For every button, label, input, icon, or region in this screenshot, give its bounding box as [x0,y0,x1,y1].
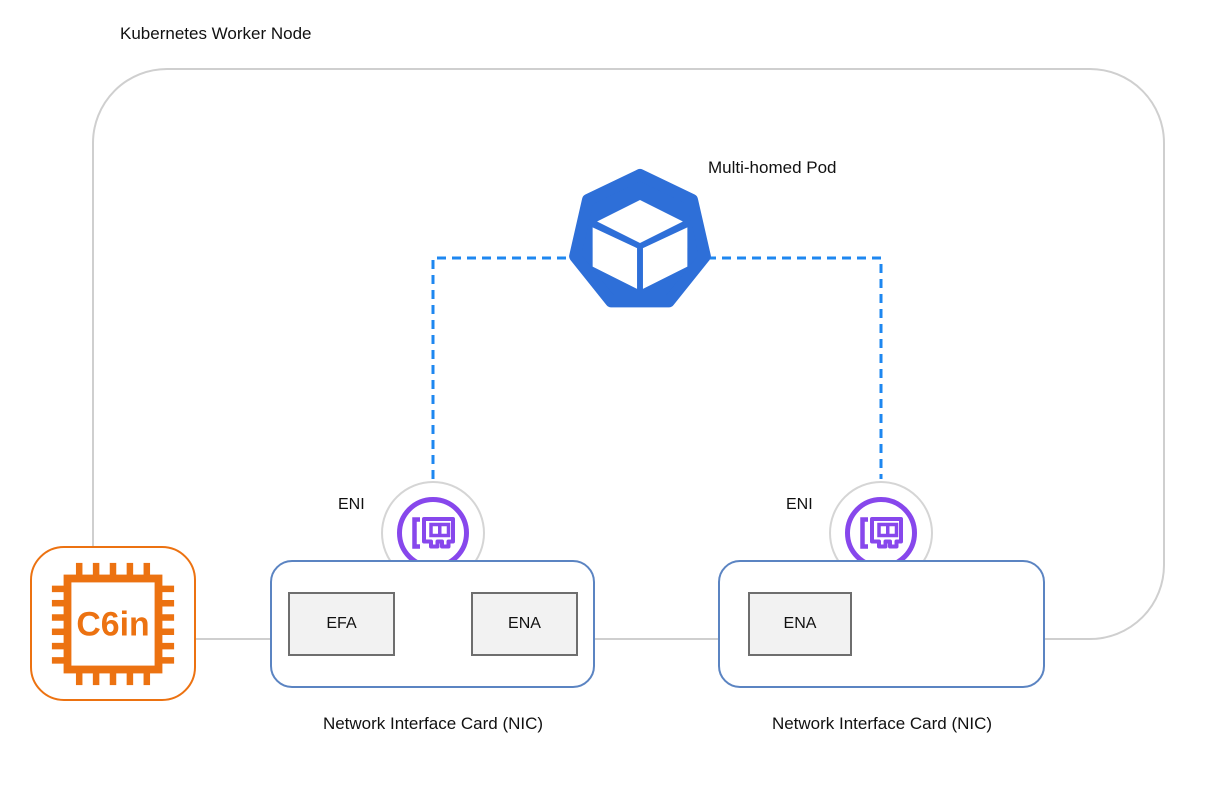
cpu-chip-icon: C6in [51,562,175,685]
eni-label-right: ENI [786,496,813,513]
pod-label: Multi-homed Pod [708,158,837,177]
kubernetes-worker-node-boundary [92,68,1165,640]
nic-caption-right: Network Interface Card (NIC) [771,714,993,733]
nic-caption-left: Network Interface Card (NIC) [322,714,544,733]
adapter-ena: ENA [748,592,852,656]
adapter-ena: ENA [471,592,578,656]
instance-c6in: C6in [30,546,196,701]
diagram-title: Kubernetes Worker Node [120,24,312,43]
nic-box-left: EFA ENA [270,560,595,688]
instance-label: C6in [76,605,149,643]
kubernetes-pod-icon [569,168,711,308]
eni-label-left: ENI [338,496,365,513]
network-interface-icon [845,497,917,569]
adapter-efa: EFA [288,592,395,656]
nic-box-right: ENA [718,560,1045,688]
